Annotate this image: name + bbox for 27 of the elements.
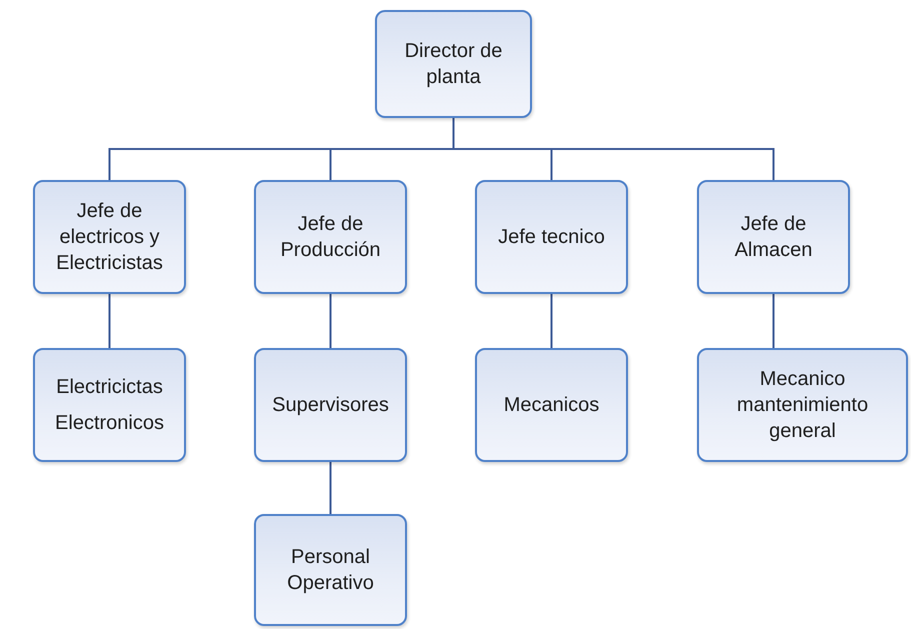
connector-line [330, 294, 332, 348]
box-label: Supervisores [272, 393, 389, 418]
box-label: Jefe de Producción [279, 212, 382, 263]
box-label: Jefe de electricos y Electricistas [55, 199, 164, 276]
connector-line [452, 118, 774, 180]
connector-line [772, 294, 774, 348]
org-box [475, 180, 628, 294]
box-label: Director de planta [404, 39, 504, 90]
org-box [254, 514, 407, 626]
box-label: Mecanicos [504, 393, 600, 418]
connector-line [108, 294, 110, 348]
org-box [375, 10, 532, 118]
box-label: Mecanico mantenimiento general [736, 367, 870, 444]
box-label: Jefe tecnico [498, 225, 605, 250]
connector-line [330, 462, 332, 514]
box-label: Personal Operativo [286, 545, 375, 596]
org-box [33, 348, 186, 462]
box-label: Electronicos [55, 411, 164, 436]
org-box [33, 180, 186, 294]
org-box [697, 180, 850, 294]
connector-line [550, 294, 552, 348]
org-box [475, 348, 628, 462]
org-box [254, 180, 407, 294]
box-label: Electricictas [56, 375, 163, 400]
org-box [697, 348, 908, 462]
org-box [254, 348, 407, 462]
box-label: Jefe de Almacen [734, 212, 814, 263]
